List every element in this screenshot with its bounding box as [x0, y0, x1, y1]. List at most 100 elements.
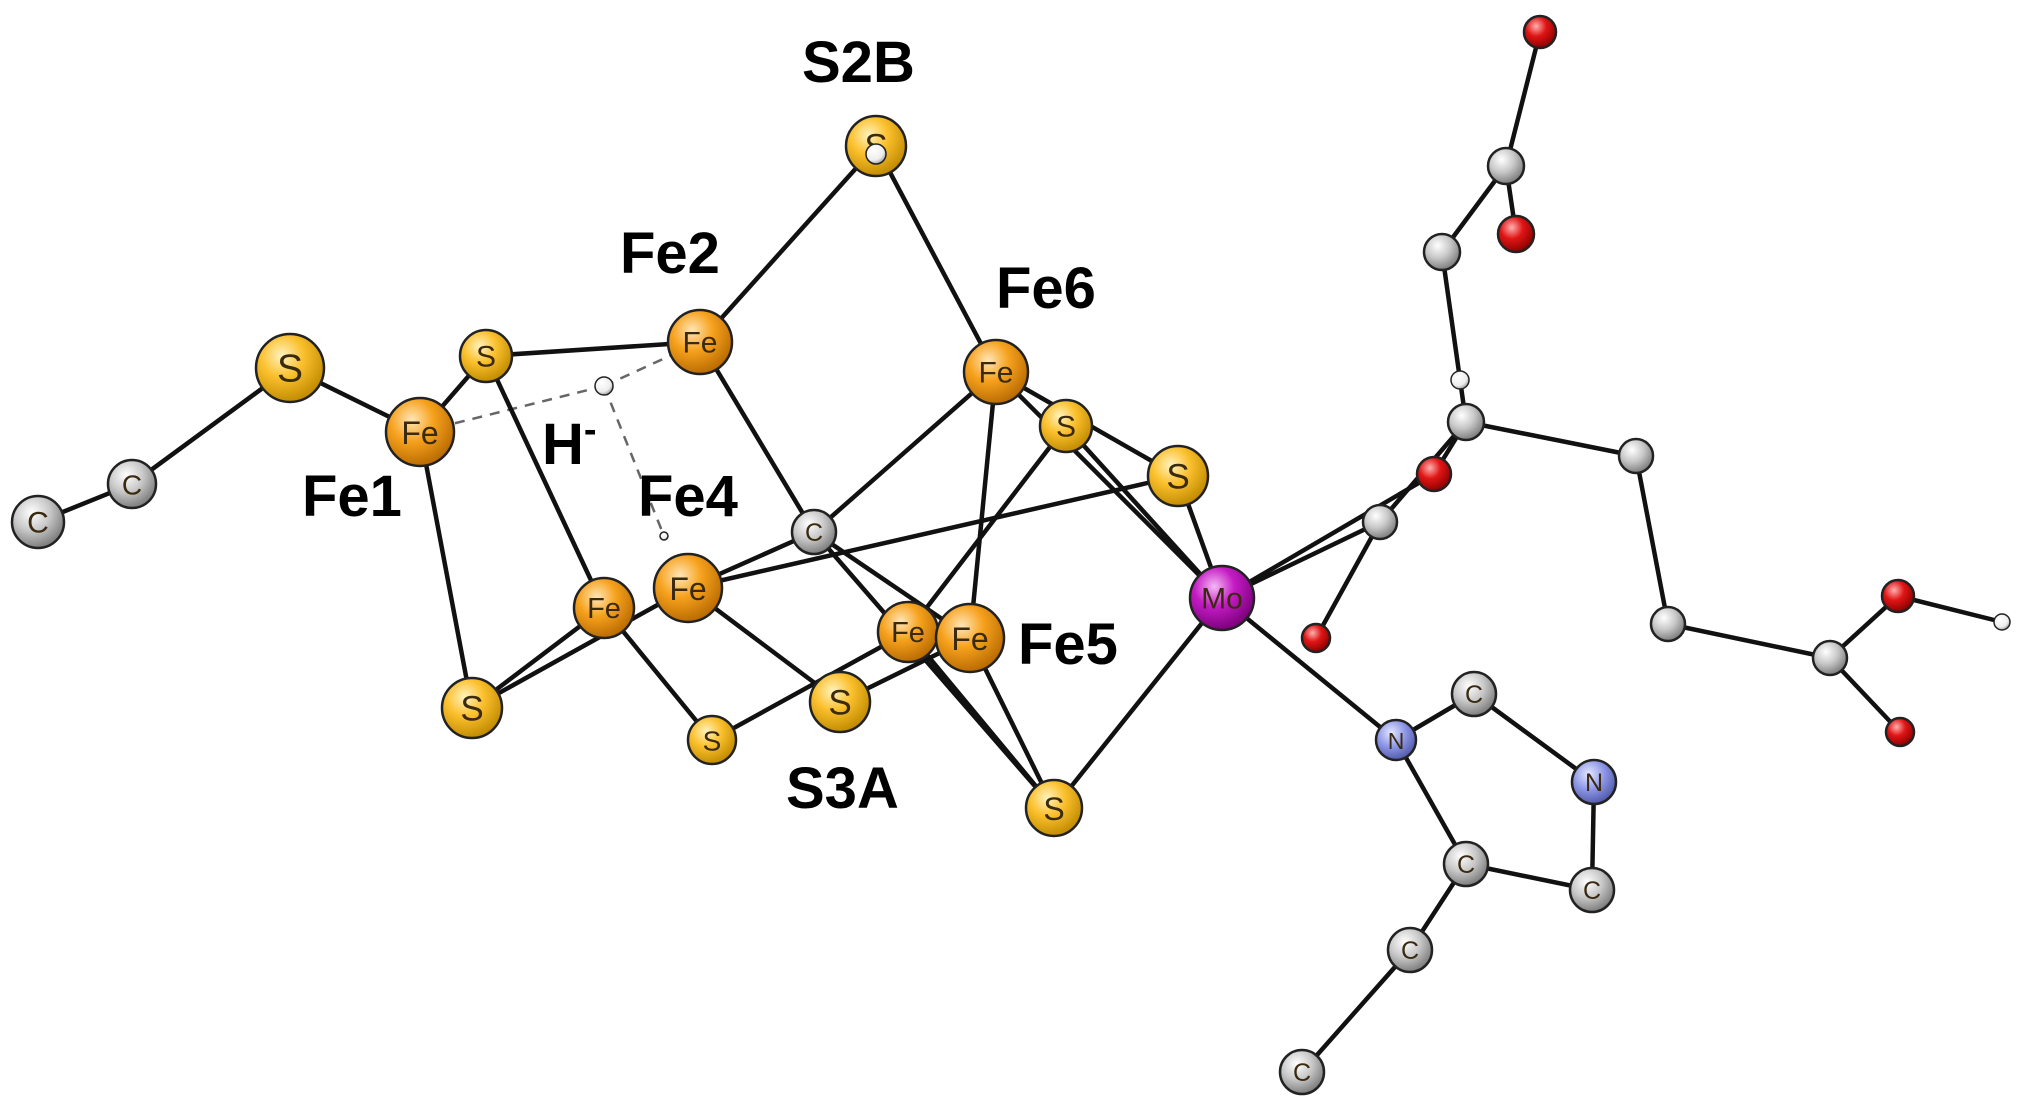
atom-s5: S	[1038, 398, 1094, 454]
atom-s10-symbol: S	[1043, 791, 1064, 827]
bond-fe6-fe5	[967, 369, 999, 641]
bond-s8-fe7	[709, 629, 911, 743]
atom-s8: S	[686, 714, 738, 766]
bonds	[35, 29, 2005, 1075]
atom-s3a: S	[808, 670, 872, 734]
atom-h4	[1450, 370, 1470, 390]
atom-c_h4	[1361, 503, 1399, 541]
atom-n1: N	[1374, 718, 1418, 762]
label-fe5: Fe5	[1018, 612, 1118, 677]
atom-mo-symbol: Mo	[1201, 583, 1243, 616]
atom-c_e1: C	[1386, 926, 1434, 974]
atom-c_r3-symbol: C	[1457, 851, 1475, 879]
bond-s1-fe3	[483, 353, 607, 611]
atom-o6	[1884, 716, 1916, 748]
atom-s7: S	[440, 676, 504, 740]
atom-fe3-symbol: Fe	[587, 593, 621, 625]
bond-o1-c_h2	[1503, 29, 1543, 169]
atom-fe1-symbol: Fe	[401, 415, 438, 451]
atom-o3	[1415, 455, 1453, 493]
atom-s7-symbol: S	[460, 690, 483, 729]
atom-c_h1	[1422, 232, 1462, 272]
atom-fe7: Fe	[876, 600, 940, 664]
atom-s1-symbol: S	[476, 341, 496, 374]
bond-fe2-s2b	[697, 143, 879, 345]
atom-s1: S	[458, 328, 514, 384]
atom-c_a: C	[106, 458, 158, 510]
bond-s7-fe4	[469, 585, 691, 711]
bond-c_h1-c_h3	[1439, 249, 1469, 425]
atom-sR: S	[254, 332, 326, 404]
atom-s5-symbol: S	[1056, 411, 1076, 444]
atom-s6: S	[1146, 444, 1210, 508]
hydride-symbol: H	[542, 412, 584, 477]
bond-mo-s10	[1051, 595, 1225, 811]
label-fe2: Fe2	[620, 221, 720, 286]
atom-c_r1: C	[1450, 670, 1498, 718]
bond-c_h5-c_h6	[1633, 453, 1671, 627]
atom-s8-symbol: S	[703, 726, 722, 757]
atoms: FeFeFeFeFeFeFeSSSSSSSSSCMoCCNCNCCCC	[10, 14, 2011, 1096]
atom-fe4-symbol: Fe	[669, 571, 706, 607]
bond-s6-fe4	[685, 473, 1181, 591]
bond-c_h6-c_h7	[1665, 621, 1833, 661]
bond-s2b-fe6	[873, 143, 999, 375]
bond-c_h3-c_h5	[1463, 419, 1639, 459]
bond-s1-fe2	[483, 339, 703, 359]
atom-c_r2-symbol: C	[1583, 877, 1601, 905]
bond-c_r1-n2	[1471, 691, 1597, 785]
label-fe1: Fe1	[302, 464, 402, 529]
atom-n2-symbol: N	[1585, 769, 1603, 797]
atom-s10: S	[1024, 778, 1084, 838]
atom-mo: Mo	[1188, 564, 1256, 632]
site-labels: Fe1 Fe2 Fe4 Fe5 Fe6 S2B S3A H-	[302, 30, 1118, 821]
atom-c_h5	[1617, 437, 1655, 475]
atom-c_h3	[1446, 402, 1486, 442]
atom-fe4: Fe	[652, 552, 724, 624]
label-hydride: H-	[542, 409, 597, 477]
atom-c_a-symbol: C	[122, 470, 142, 501]
atom-c_e2: C	[1278, 1048, 1326, 1096]
atom-cx-symbol: C	[805, 519, 823, 547]
hydride-contact-h2-h3	[602, 385, 666, 537]
atom-h5	[1993, 613, 2011, 631]
atom-o1	[1522, 14, 1558, 50]
bond-fe2-cx	[697, 339, 817, 535]
label-s2b: S2B	[802, 30, 915, 95]
bond-cx-s10	[811, 529, 1057, 811]
bond-s5-fe7	[905, 423, 1069, 635]
atom-c_e1-symbol: C	[1401, 937, 1419, 965]
atom-h2	[594, 376, 614, 396]
atom-fe5: Fe	[934, 602, 1006, 674]
bond-o5-h5	[1895, 593, 2005, 625]
bond-c_h4-o4	[1313, 519, 1383, 641]
bond-mo-n1	[1219, 595, 1399, 743]
bond-c_e1-c_e2	[1299, 947, 1413, 1075]
label-fe4: Fe4	[638, 464, 738, 529]
atom-n1-symbol: N	[1388, 728, 1405, 754]
atom-fe6: Fe	[962, 338, 1030, 406]
bond-c_r3-n1	[1393, 737, 1469, 867]
atom-c_r3: C	[1442, 840, 1490, 888]
atom-o2	[1496, 214, 1536, 254]
label-s3a: S3A	[786, 756, 899, 821]
atom-h1	[865, 143, 887, 165]
label-fe6: Fe6	[996, 256, 1096, 321]
bond-fe1-s7	[417, 429, 475, 711]
atom-s6-symbol: S	[1166, 458, 1189, 497]
atom-c_b: C	[10, 494, 66, 550]
atom-s3a-symbol: S	[828, 684, 851, 723]
atom-c_r1-symbol: C	[1465, 681, 1483, 709]
atom-c_h6	[1649, 605, 1687, 643]
atom-c_h7	[1811, 639, 1849, 677]
atom-n2: N	[1570, 758, 1618, 806]
atom-fe5-symbol: Fe	[951, 621, 988, 657]
atom-sR-symbol: S	[277, 348, 303, 391]
atom-c_r2: C	[1568, 866, 1616, 914]
bond-s5-mo	[1063, 423, 1225, 601]
atom-h3	[659, 531, 669, 541]
atom-c_e2-symbol: C	[1293, 1059, 1311, 1087]
atom-fe6-symbol: Fe	[978, 357, 1013, 390]
atom-fe7-symbol: Fe	[891, 617, 925, 649]
